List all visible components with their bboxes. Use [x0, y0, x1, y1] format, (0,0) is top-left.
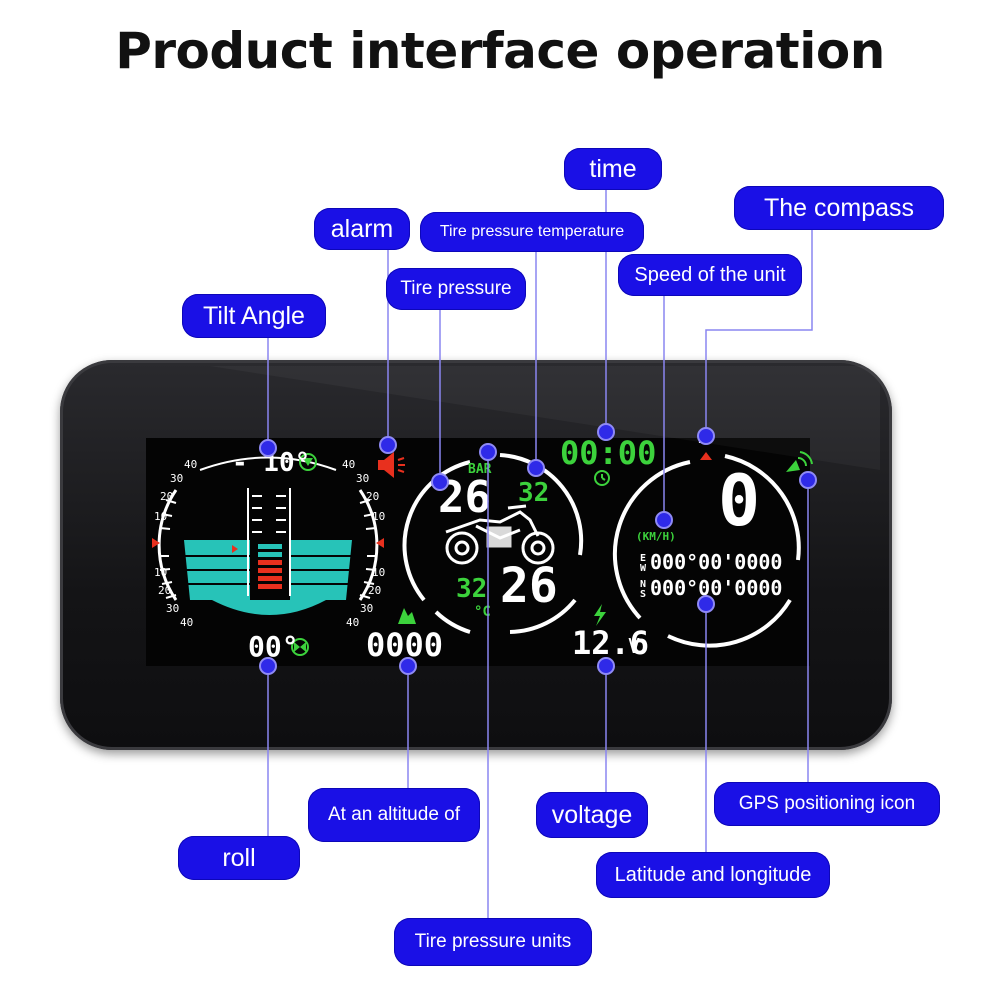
scale-left-bottom-30: 30	[166, 602, 180, 615]
scale-right-bottom-40: 40	[346, 616, 360, 629]
pressure-unit: BAR	[468, 462, 492, 477]
scale-right-top-40: 40	[342, 458, 356, 471]
scale-left-bottom-20: 20	[158, 584, 172, 597]
label-tire-pressure-temperature: Tire pressure temperature	[420, 212, 644, 252]
dot-gps	[799, 471, 817, 489]
gps-icon	[786, 451, 813, 472]
altitude-value: 0000	[366, 626, 444, 664]
page-title: Product interface operation	[115, 22, 885, 80]
label-alarm: alarm	[314, 208, 410, 250]
scale-left-bottom-40: 40	[180, 616, 194, 629]
dot-units	[479, 443, 497, 461]
tilt-gauge	[152, 456, 384, 615]
label-time: time	[564, 148, 662, 190]
dot-roll	[259, 657, 277, 675]
scale-left-bottom-10: 10	[154, 566, 168, 579]
scale-left-top-20: 20	[160, 490, 174, 503]
label-tilt-angle: Tilt Angle	[182, 294, 326, 338]
scale-right-top-30: 30	[356, 472, 370, 485]
pressure-rear: 26	[500, 558, 558, 614]
voltage-value: 12.6	[572, 624, 650, 662]
speed-unit: (KM/H)	[636, 530, 676, 543]
tilt-icon	[299, 453, 317, 471]
scale-left-top-40: 40	[184, 458, 198, 471]
scale-right-bottom-10: 10	[372, 566, 386, 579]
dot-alarm	[379, 436, 397, 454]
lat-hemi-bottom: S	[640, 589, 647, 600]
clock-icon	[594, 470, 610, 486]
voltage-unit: V	[628, 634, 641, 658]
label-tire-pressure: Tire pressure	[386, 268, 526, 310]
dot-pressure-temp	[527, 459, 545, 477]
roll-icon	[291, 638, 309, 656]
dot-speed	[655, 511, 673, 529]
scale-right-bottom-30: 30	[360, 602, 374, 615]
roll-value: 00°	[248, 630, 299, 663]
alarm-speaker-icon	[378, 452, 405, 478]
temp-front: 32	[518, 478, 550, 508]
speed-value: 0	[718, 460, 761, 542]
lon-hemi-top: E	[640, 553, 647, 564]
label-voltage: voltage	[536, 792, 648, 838]
latitude-value: 000°00'0000	[650, 576, 783, 600]
label-tire-units: Tire pressure units	[394, 918, 592, 966]
dot-time	[597, 423, 615, 441]
scale-right-top-10: 10	[372, 510, 386, 523]
temp-unit: °C	[474, 604, 491, 620]
mountain-icon	[398, 608, 416, 624]
label-gps-icon: GPS positioning icon	[714, 782, 940, 826]
dot-tilt	[259, 439, 277, 457]
label-compass: The compass	[734, 186, 944, 230]
label-speed: Speed of the unit	[618, 254, 802, 296]
motorcycle-icon	[445, 504, 555, 565]
longitude-value: 000°00'0000	[650, 550, 783, 574]
dot-altitude	[399, 657, 417, 675]
temp-rear: 32	[456, 574, 488, 604]
lat-hemi-top: N	[640, 579, 647, 590]
dot-compass	[697, 427, 715, 445]
label-altitude: At an altitude of	[308, 788, 480, 842]
scale-right-bottom-20: 20	[368, 584, 382, 597]
dot-voltage	[597, 657, 615, 675]
scale-left-top-10: 10	[154, 510, 168, 523]
lon-hemi-bottom: W	[640, 563, 647, 574]
label-roll: roll	[178, 836, 300, 880]
tire-pressure-gauge	[402, 453, 584, 634]
scale-right-top-20: 20	[366, 490, 380, 503]
label-lat-long: Latitude and longitude	[596, 852, 830, 898]
scale-left-top-30: 30	[170, 472, 184, 485]
lightning-icon	[594, 604, 606, 626]
dot-latlong	[697, 595, 715, 613]
dot-pressure	[431, 473, 449, 491]
